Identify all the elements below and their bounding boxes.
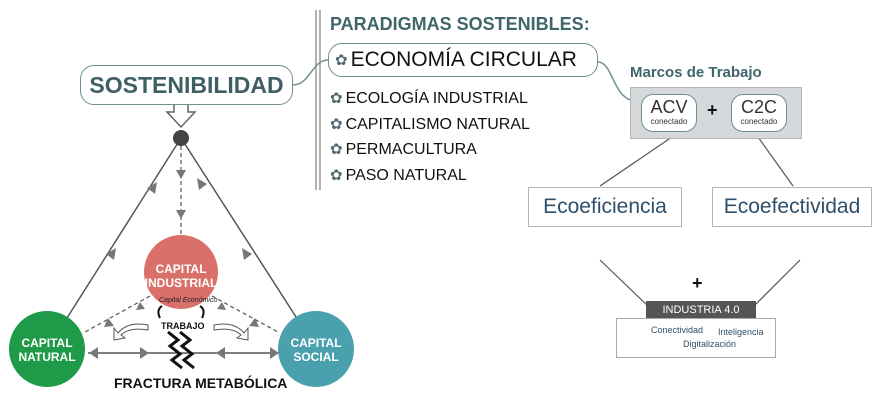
c2c-sub: conectado — [740, 117, 778, 126]
gear-icon: ✿ — [330, 166, 343, 184]
industria-title: INDUSTRIA 4.0 — [646, 301, 756, 318]
list-item: ✿ECOLOGÍA INDUSTRIAL — [330, 90, 528, 107]
trabajo-label: TRABAJO — [161, 321, 205, 331]
paradigmas-heading: PARADIGMAS SOSTENIBLES: — [330, 14, 590, 34]
acv-label: ACV — [650, 97, 688, 117]
econ-to-marcos-connector — [597, 61, 631, 101]
capital-natural-label: CAPITAL NATURAL — [18, 336, 76, 364]
inteligencia-label: Inteligencia — [718, 327, 764, 337]
sost-to-econ-connector — [292, 59, 329, 86]
capital-social-label: CAPITAL SOCIAL — [290, 336, 342, 364]
ecoeficiencia-box: Ecoeficiencia — [528, 187, 682, 227]
ecoefectividad-label: Ecoefectividad — [723, 195, 861, 218]
acv-sub: conectado — [650, 117, 688, 126]
capital-industrial-circle — [144, 235, 218, 309]
gear-icon: ✿ — [330, 90, 343, 107]
gear-icon: ✿ — [330, 141, 343, 158]
acv-box: ACV conectado — [641, 94, 697, 132]
ecoefectividad-box: Ecoefectividad — [712, 187, 872, 227]
list-item: ✿PERMACULTURA — [330, 141, 477, 158]
marcos-plus: + — [707, 100, 718, 120]
economia-circular-box: ✿ ECONOMÍA CIRCULAR — [328, 43, 598, 77]
list-item: ✿PASO NATURAL — [330, 166, 467, 184]
marcos-box: ACV conectado + C2C conectado — [630, 87, 802, 139]
marcos-title: Marcos de Trabajo — [630, 64, 762, 81]
c2c-box: C2C conectado — [731, 94, 787, 132]
c2c-label: C2C — [740, 97, 777, 117]
capital-natural-circle — [9, 311, 85, 387]
digitalizacion-label: Digitalización — [683, 339, 737, 349]
capital-economico-label: Capital Económico — [159, 297, 218, 304]
fractura-metabolica-label: FRACTURA METABÓLICA — [114, 375, 288, 391]
apex-node — [173, 130, 189, 146]
capital-industrial-label: CAPITAL INDUSTRIAL — [144, 262, 218, 290]
sostenibilidad-box: SOSTENIBILIDAD — [80, 65, 293, 105]
ecoeficiencia-label: Ecoeficiencia — [543, 195, 667, 218]
capital-social-circle — [278, 311, 354, 387]
eco-plus: + — [692, 273, 703, 293]
paradigm-list: ✿ECOLOGÍA INDUSTRIAL ✿CAPITALISMO NATURA… — [330, 86, 530, 188]
gear-icon: ✿ — [335, 52, 348, 69]
gear-icon: ✿ — [330, 115, 343, 133]
list-item: ✿CAPITALISMO NATURAL — [330, 115, 530, 133]
conectividad-label: Conectividad — [651, 325, 704, 335]
economia-circular-label: ECONOMÍA CIRCULAR — [350, 48, 577, 71]
industria-box: Conectividad Inteligencia Digitalización — [616, 318, 776, 358]
sostenibilidad-label: SOSTENIBILIDAD — [89, 71, 284, 98]
